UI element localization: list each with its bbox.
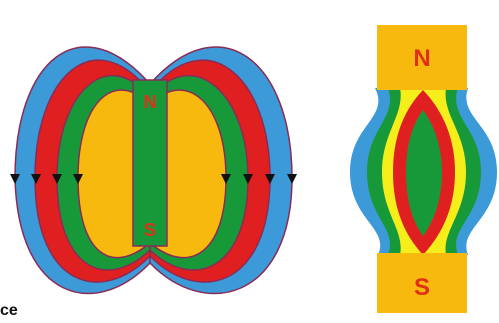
right-field-diagram: N S [350, 25, 497, 313]
cropped-caption-text: ce [0, 302, 18, 320]
south-pole-label: S [414, 274, 430, 301]
north-pole-label: N [413, 45, 430, 72]
left-field-diagram: N S [10, 47, 297, 293]
magnet-south-label: S [144, 220, 156, 240]
magnet-north-label: N [144, 92, 157, 112]
